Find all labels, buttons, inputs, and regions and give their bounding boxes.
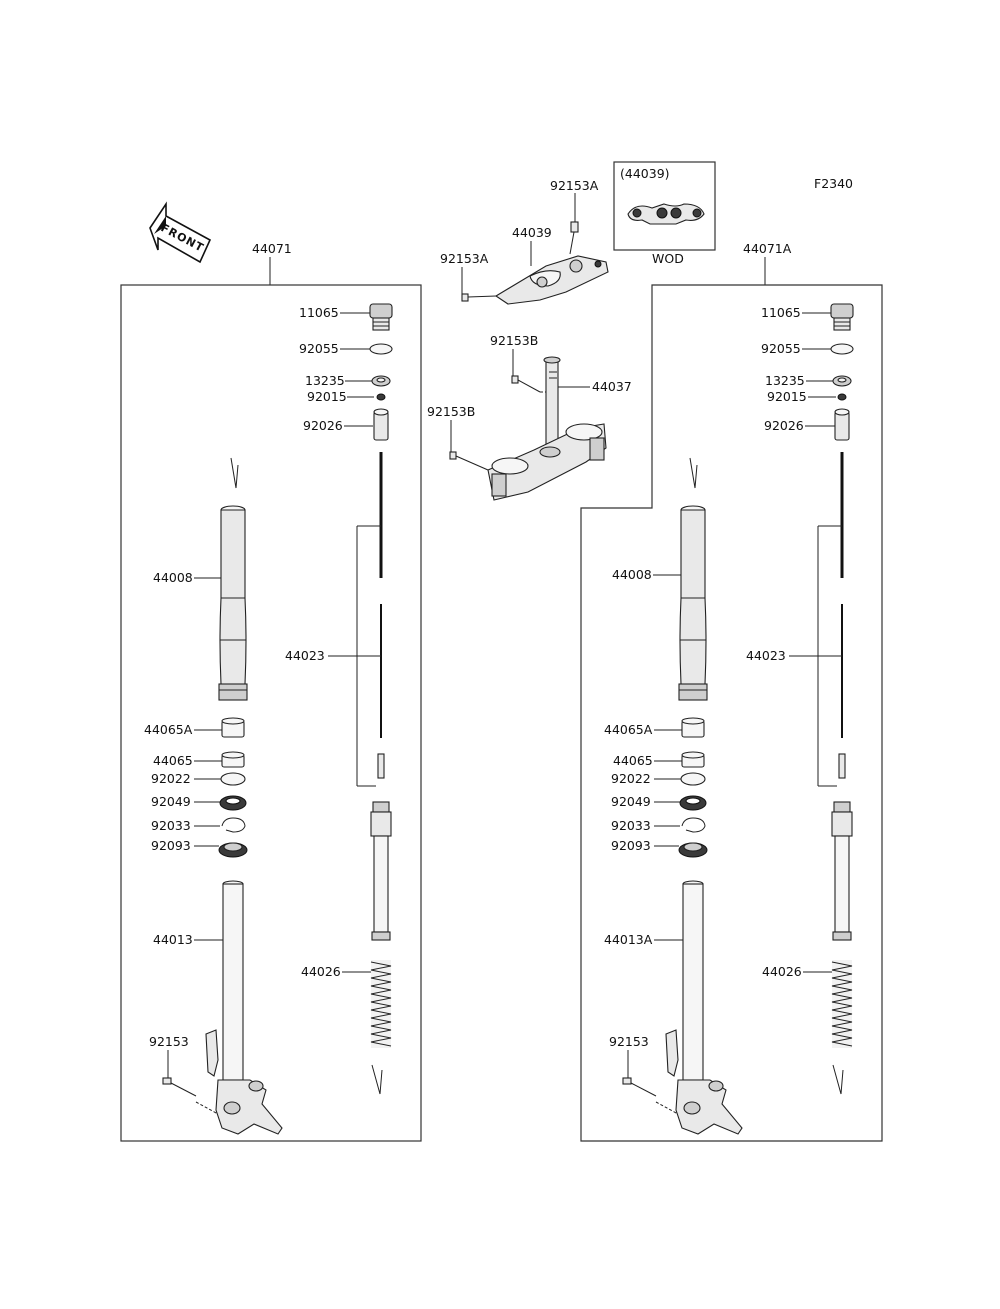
guide-bush-icon [681, 717, 705, 738]
lock-nut-icon [832, 375, 852, 387]
right-label-92022[interactable]: 92022 [611, 771, 651, 786]
outer-tube-icon [218, 505, 248, 701]
spacer-icon [834, 408, 850, 441]
dust-seal-icon [218, 842, 248, 858]
left-label-92153[interactable]: 92153 [149, 1034, 189, 1049]
right-label-44065[interactable]: 44065 [613, 753, 653, 768]
axle-clamp-bolt-icon [622, 1077, 657, 1097]
right-label-44008[interactable]: 44008 [612, 567, 652, 582]
damper-cylinder-icon [370, 801, 392, 941]
left-label-44065A[interactable]: 44065A [144, 722, 193, 737]
label-44037[interactable]: 44037 [592, 379, 632, 394]
left-label-92022[interactable]: 92022 [151, 771, 191, 786]
damper-rod-icon [377, 452, 385, 779]
spring-icon [831, 960, 853, 1048]
fork-cap-icon [830, 303, 854, 331]
right-label-92055[interactable]: 92055 [761, 341, 801, 356]
slide-bush-icon [681, 751, 705, 768]
washer-icon [220, 772, 246, 786]
nut-icon [376, 393, 386, 401]
outer-tube-icon [678, 505, 708, 701]
dust-seal-icon [678, 842, 708, 858]
nut-icon [837, 393, 847, 401]
left-label-92093[interactable]: 92093 [151, 838, 191, 853]
upper-clamp-variant-icon [627, 203, 705, 225]
spring-icon [370, 960, 392, 1048]
left-label-92015[interactable]: 92015 [307, 389, 347, 404]
left-label-92033[interactable]: 92033 [151, 818, 191, 833]
right-label-92093[interactable]: 92093 [611, 838, 651, 853]
right-label-92153[interactable]: 92153 [609, 1034, 649, 1049]
right-label-44023[interactable]: 44023 [746, 648, 786, 663]
right-label-92049[interactable]: 92049 [611, 794, 651, 809]
lock-nut-icon [371, 375, 391, 387]
steering-stem-icon [543, 356, 561, 449]
lower-triple-clamp-icon [487, 423, 607, 501]
left-label-44023[interactable]: 44023 [285, 648, 325, 663]
right-label-44013A[interactable]: 44013A [604, 932, 653, 947]
oil-seal-icon [679, 795, 707, 811]
right-label-92015[interactable]: 92015 [767, 389, 807, 404]
left-label-13235[interactable]: 13235 [305, 373, 345, 388]
circlip-icon [681, 817, 706, 833]
left-fork-assembly: 44071 11065 92055 13235 92015 92026 [120, 241, 422, 1142]
bolt-icon [511, 375, 541, 393]
spacer-icon [373, 408, 389, 441]
o-ring-icon [369, 343, 393, 355]
upper-triple-clamp-icon [494, 255, 609, 305]
washer-icon [680, 772, 706, 786]
front-arrow-icon: FRONT [149, 201, 212, 264]
damper-rod-icon [838, 452, 846, 779]
right-assembly-frame [580, 284, 883, 1142]
left-assembly-label[interactable]: 44071 [252, 241, 292, 256]
left-label-44013[interactable]: 44013 [153, 932, 193, 947]
inner-tube-icon [665, 880, 743, 1135]
inset-ref-label: (44039) [620, 166, 670, 181]
label-92153B-side[interactable]: 92153B [427, 404, 475, 419]
left-label-11065[interactable]: 11065 [299, 305, 339, 320]
left-label-92049[interactable]: 92049 [151, 794, 191, 809]
circlip-icon [221, 817, 246, 833]
right-label-44065A[interactable]: 44065A [604, 722, 653, 737]
left-label-92026[interactable]: 92026 [303, 418, 343, 433]
left-label-44026[interactable]: 44026 [301, 964, 341, 979]
oil-seal-icon [219, 795, 247, 811]
inset-caption: WOD [652, 251, 684, 266]
center-parts: 92153A 44039 92153A 92153B 44037 92153B [427, 178, 632, 501]
left-assembly-frame [120, 284, 422, 1142]
guide-bush-icon [221, 717, 245, 738]
left-label-44065[interactable]: 44065 [153, 753, 193, 768]
right-label-92033[interactable]: 92033 [611, 818, 651, 833]
bolt-icon [569, 221, 579, 255]
label-44039[interactable]: 44039 [512, 225, 552, 240]
inset-box: (44039) WOD [613, 161, 716, 266]
bolt-icon [461, 293, 497, 302]
right-label-13235[interactable]: 13235 [765, 373, 805, 388]
left-label-44008[interactable]: 44008 [153, 570, 193, 585]
right-label-44026[interactable]: 44026 [762, 964, 802, 979]
right-assembly-label[interactable]: 44071A [743, 241, 792, 256]
figure-code: F2340 [814, 176, 853, 191]
inner-tube-icon [205, 880, 283, 1135]
o-ring-icon [830, 343, 854, 355]
label-92153A-side[interactable]: 92153A [440, 251, 489, 266]
fork-cap-icon [369, 303, 393, 331]
axle-clamp-bolt-icon [162, 1077, 197, 1097]
slide-bush-icon [221, 751, 245, 768]
left-label-92055[interactable]: 92055 [299, 341, 339, 356]
label-92153A-top[interactable]: 92153A [550, 178, 599, 193]
right-label-92026[interactable]: 92026 [764, 418, 804, 433]
right-fork-assembly: 44071A 11065 92055 13235 92015 92026 [580, 241, 883, 1142]
bolt-icon [449, 451, 489, 471]
right-label-11065[interactable]: 11065 [761, 305, 801, 320]
label-92153B-top[interactable]: 92153B [490, 333, 538, 348]
damper-cylinder-icon [831, 801, 853, 941]
